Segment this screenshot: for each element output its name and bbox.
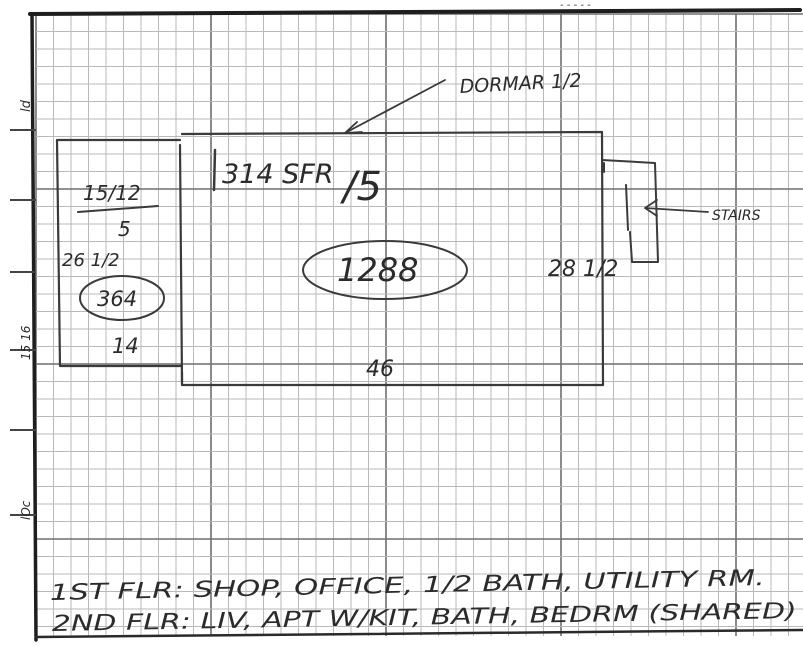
side-fraction-line [77, 205, 159, 213]
paper-left-border [30, 12, 38, 642]
side-area-value: 364 [97, 287, 137, 311]
main-building-outline [180, 130, 605, 387]
main-height-dimension: 28 1/2 [548, 257, 618, 282]
margin-ticks [10, 129, 36, 516]
paper-bottom-border [34, 628, 803, 639]
stairs-arrow [644, 199, 709, 217]
main-area-value: 1288 [337, 251, 418, 289]
side-top-dimension: 15/12 [83, 181, 141, 205]
stairs-label: STAIRS [712, 208, 761, 224]
side-height-dimension: 26 1/2 [62, 250, 120, 271]
top-corner-mark: - - - - - [560, 0, 591, 11]
side-width-dimension: 14 [112, 334, 139, 358]
side-area-circle [79, 275, 165, 321]
side-building-outline [55, 138, 184, 384]
stairs-outline [601, 159, 659, 263]
dormer-arrow [344, 79, 446, 134]
main-note-b: /5 [340, 164, 382, 210]
margin-mark-3: lOc [19, 500, 33, 520]
margin-mark-2: 15 16 [19, 325, 33, 360]
main-area-circle [302, 240, 468, 300]
side-ratio: 5 [118, 217, 131, 241]
paper-top-border [28, 8, 802, 16]
main-note-a: 314 SFR [222, 159, 334, 190]
main-width-dimension: 46 [366, 357, 394, 382]
main-note-bar [212, 148, 217, 192]
margin-mark-1: ld [19, 99, 34, 112]
